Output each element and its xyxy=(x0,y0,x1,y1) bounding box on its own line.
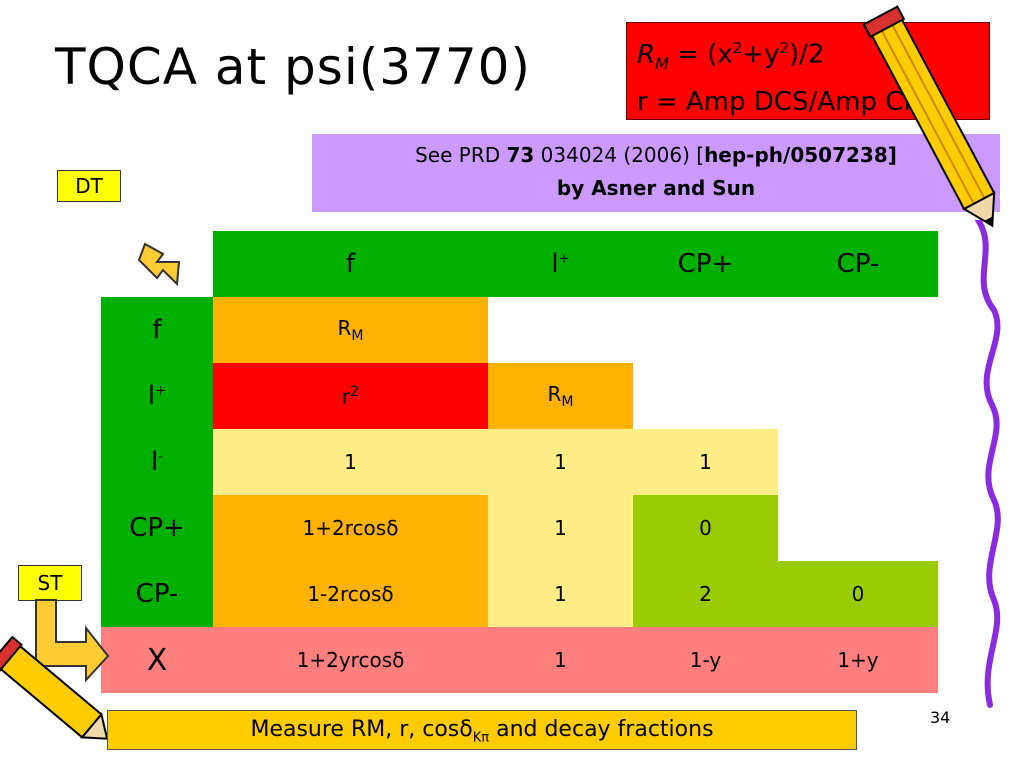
pencil-icon xyxy=(862,5,996,228)
row-header: l- xyxy=(101,429,213,495)
table-row: CP+ 1+2rcosδ 1 0 xyxy=(101,495,938,561)
table-cell: 1 xyxy=(488,495,633,561)
table-cell xyxy=(778,495,938,561)
table-row: CP- 1-2rcosδ 1 2 0 xyxy=(101,561,938,627)
column-header: CP- xyxy=(778,231,938,297)
table-cell: 1-y xyxy=(633,627,778,693)
dt-label: DT xyxy=(57,170,121,202)
table-cell: 1+2rcosδ xyxy=(213,495,488,561)
footer-text-1: Measure RM, r, cosδ xyxy=(250,717,473,742)
row-header: X xyxy=(101,627,213,693)
arrow-icon xyxy=(137,242,181,287)
table-cell: 1 xyxy=(213,429,488,495)
row-header: CP- xyxy=(101,561,213,627)
rm-sup-1: 2 xyxy=(732,39,743,57)
squiggle-decoration xyxy=(975,220,1001,708)
table-cell: 1 xyxy=(488,561,633,627)
r-definition: r = Amp DCS/Amp CF xyxy=(637,86,919,117)
page-number: 34 xyxy=(930,708,951,727)
table-row: f RM xyxy=(101,297,938,363)
reference-line-1: See PRD 73 034024 (2006) [hep-ph/0507238… xyxy=(312,139,1000,172)
table-cell: 1-2rcosδ xyxy=(213,561,488,627)
table-cell xyxy=(633,297,778,363)
rm-text-1: = (x xyxy=(668,39,733,70)
table-cell: 2 xyxy=(633,561,778,627)
table-row: X 1+2yrcosδ 1 1-y 1+y xyxy=(101,627,938,693)
rm-text-3: )/2 xyxy=(789,39,825,70)
row-header: l+ xyxy=(101,363,213,429)
rm-symbol: R xyxy=(637,39,656,70)
bent-arrow-icon xyxy=(35,599,110,683)
table-row: l+ r2 RM xyxy=(101,363,938,429)
table-cell: 1+y xyxy=(778,627,938,693)
rm-subscript: M xyxy=(655,53,669,73)
table-cell xyxy=(778,429,938,495)
table-cell xyxy=(488,297,633,363)
footer-subscript: Kπ xyxy=(472,730,490,746)
table-cell: 0 xyxy=(633,495,778,561)
ref-volume: 73 xyxy=(506,143,535,167)
ref-middle: 034024 (2006) [ xyxy=(534,143,705,167)
table-cell: RM xyxy=(488,363,633,429)
reference-line-2: by Asner and Sun xyxy=(312,172,1000,205)
table-cell: 1 xyxy=(488,429,633,495)
row-header: f xyxy=(101,297,213,363)
table-cell: 1 xyxy=(633,429,778,495)
ref-prefix: See PRD xyxy=(415,143,507,167)
footer-box: Measure RM, r, cosδKπ and decay fraction… xyxy=(107,710,857,750)
table-header-row: f l+ CP+ CP- xyxy=(101,231,938,297)
st-label: ST xyxy=(18,565,82,601)
reference-box: See PRD 73 034024 (2006) [hep-ph/0507238… xyxy=(312,134,1000,212)
ref-arxiv: hep-ph/0507238] xyxy=(704,143,897,167)
rm-text-2: +y xyxy=(742,39,780,70)
table-cell xyxy=(633,363,778,429)
footer-text-2: and decay fractions xyxy=(489,717,714,742)
table-cell: 1+2yrcosδ xyxy=(213,627,488,693)
row-header: CP+ xyxy=(101,495,213,561)
table-cell xyxy=(778,363,938,429)
table-cell: 1 xyxy=(488,627,633,693)
rm-definition: RM = (x2+y2)/2 xyxy=(637,29,989,83)
rm-sup-2: 2 xyxy=(779,39,790,57)
pencil-icon xyxy=(0,635,109,740)
table-row: l- 1 1 1 xyxy=(101,429,938,495)
table-cell: r2 xyxy=(213,363,488,429)
table-cell: RM xyxy=(213,297,488,363)
table-cell: 0 xyxy=(778,561,938,627)
table-cell xyxy=(778,297,938,363)
column-header: CP+ xyxy=(633,231,778,297)
tqca-table: f l+ CP+ CP- f RM l+ r2 RM l- 1 1 1 CP+ … xyxy=(101,231,938,693)
ref-authors: by Asner and Sun xyxy=(556,176,756,200)
column-header: f xyxy=(213,231,488,297)
column-header: l+ xyxy=(488,231,633,297)
page-title: TQCA at psi(3770) xyxy=(55,38,531,96)
